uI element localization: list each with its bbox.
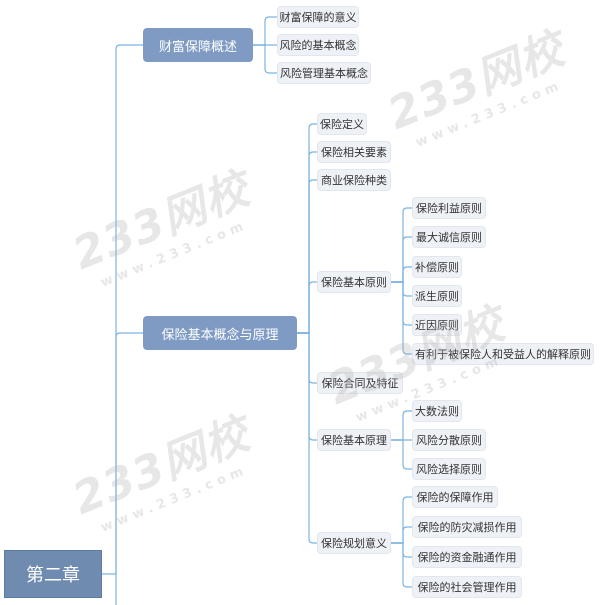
- subtopic-connector: [391, 281, 412, 355]
- subtopic-node[interactable]: 最大诚信原则: [412, 226, 486, 248]
- subtopic-node[interactable]: 有利于被保险人和受益人的解释原则: [412, 343, 594, 365]
- subtopic-connector: [391, 526, 412, 544]
- subtopic-node[interactable]: 保险的社会管理作用: [412, 576, 522, 598]
- child-connector: [297, 332, 317, 441]
- subtopic-connector: [391, 207, 412, 283]
- subtopic-connector: [391, 496, 412, 544]
- subtopic-node[interactable]: 保险利益原则: [412, 197, 486, 219]
- subtopic-node[interactable]: 风险选择原则: [412, 458, 486, 480]
- child-connector: [297, 151, 317, 334]
- child-connector: [253, 16, 277, 46]
- subtopic-node[interactable]: 保险的保障作用: [412, 486, 498, 508]
- child-connector: [297, 332, 317, 544]
- subtopic-connector: [391, 281, 412, 297]
- child-connector: [297, 179, 317, 334]
- topic-node[interactable]: 风险管理基本概念: [277, 62, 371, 84]
- subtopic-connector: [391, 439, 412, 470]
- topic-node[interactable]: 保险合同及特征: [317, 372, 403, 394]
- subtopic-connector: [391, 236, 412, 283]
- topic-node[interactable]: 保险基本原则: [317, 271, 391, 293]
- root-node[interactable]: 第二章: [4, 550, 102, 598]
- subtopic-connector: [391, 542, 412, 588]
- topic-node[interactable]: 风险的基本概念: [277, 34, 359, 56]
- topic-node[interactable]: 保险基本原理: [317, 429, 391, 451]
- subtopic-node[interactable]: 近因原则: [412, 314, 462, 336]
- topic-node[interactable]: 财富保障的意义: [277, 6, 359, 28]
- child-connector: [297, 123, 317, 334]
- branch-node[interactable]: 财富保障概述: [143, 28, 253, 62]
- subtopic-node[interactable]: 风险分散原则: [412, 429, 486, 451]
- child-connector: [297, 281, 317, 334]
- subtopic-node[interactable]: 大数法则: [412, 400, 462, 422]
- subtopic-node[interactable]: 补偿原则: [412, 256, 462, 278]
- child-connector: [297, 332, 317, 384]
- subtopic-node[interactable]: 保险的防灾减损作用: [412, 516, 522, 538]
- topic-node[interactable]: 保险规划意义: [317, 532, 391, 554]
- trunk-stub: [102, 573, 117, 605]
- branch-connector: [115, 332, 143, 574]
- subtopic-connector: [391, 281, 412, 326]
- subtopic-connector: [391, 410, 412, 441]
- subtopic-connector: [391, 542, 412, 558]
- child-connector: [253, 44, 277, 74]
- topic-node[interactable]: 保险定义: [317, 113, 367, 135]
- branch-connector: [115, 44, 143, 574]
- subtopic-connector: [391, 266, 412, 283]
- branch-node[interactable]: 保险基本概念与原理: [143, 316, 297, 350]
- topic-node[interactable]: 保险相关要素: [317, 141, 391, 163]
- subtopic-node[interactable]: 派生原则: [412, 285, 462, 307]
- subtopic-node[interactable]: 保险的资金融通作用: [412, 546, 522, 568]
- topic-node[interactable]: 商业保险种类: [317, 169, 391, 191]
